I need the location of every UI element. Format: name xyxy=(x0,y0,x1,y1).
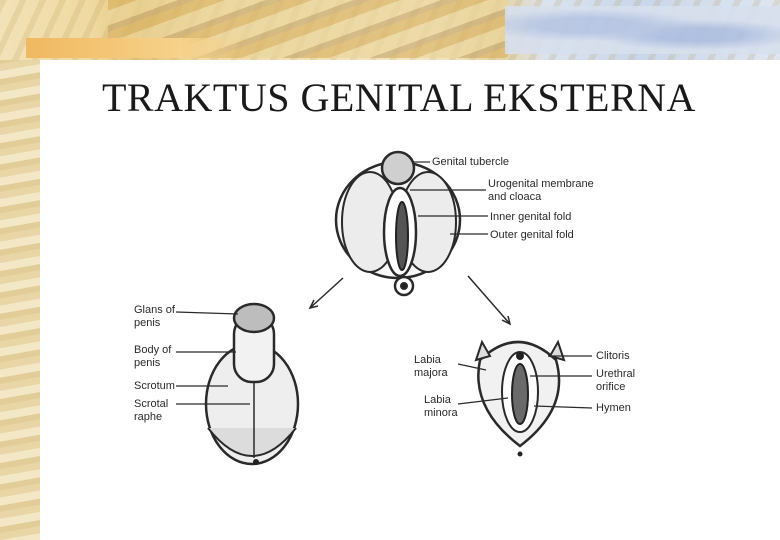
label-scrotal-raphe-cont: raphe xyxy=(134,411,163,423)
label-labia-minora-cont: minora xyxy=(424,407,458,419)
label-clitoris: Clitoris xyxy=(596,350,630,362)
genital-development-diagram: Genital tubercle Urogenital membrane and… xyxy=(78,128,738,482)
label-scrotum: Scrotum xyxy=(134,380,175,392)
parchment-left-border xyxy=(0,0,40,540)
female-stage-drawing xyxy=(474,339,566,457)
label-scrotal-raphe: Scrotal xyxy=(134,398,169,410)
diagram-drawing xyxy=(175,150,593,466)
decorative-blue-flowers xyxy=(505,6,780,54)
label-inner-genital-fold: Inner genital fold xyxy=(490,211,572,223)
label-body-of-penis-cont: penis xyxy=(134,357,161,369)
female-leader-lines xyxy=(457,355,593,409)
label-labia-minora: Labia xyxy=(424,394,451,406)
slide-title: TRAKTUS GENITAL EKSTERNA xyxy=(102,75,696,120)
decorative-orange-accent xyxy=(26,38,246,58)
label-hymen: Hymen xyxy=(596,402,631,414)
indifferent-leader-lines xyxy=(410,161,488,235)
label-glans-of-penis: Glans of xyxy=(134,304,175,316)
label-urethral-orifice-cont: orifice xyxy=(596,381,626,393)
label-urogenital-membrane-cont: and cloaca xyxy=(488,191,542,203)
label-body-of-penis: Body of xyxy=(134,344,172,356)
male-leader-lines xyxy=(175,311,250,405)
label-genital-tubercle: Genital tubercle xyxy=(432,156,510,168)
label-outer-genital-fold: Outer genital fold xyxy=(490,229,574,241)
indifferent-stage-drawing xyxy=(334,150,462,297)
label-glans-of-penis-cont: penis xyxy=(134,317,161,329)
label-urethral-orifice: Urethral xyxy=(596,368,636,380)
label-labia-majora-cont: majora xyxy=(414,367,448,379)
label-labia-majora: Labia xyxy=(414,354,441,366)
male-stage-drawing xyxy=(204,302,300,466)
development-arrows xyxy=(308,275,512,326)
label-urogenital-membrane: Urogenital membrane xyxy=(488,178,594,190)
